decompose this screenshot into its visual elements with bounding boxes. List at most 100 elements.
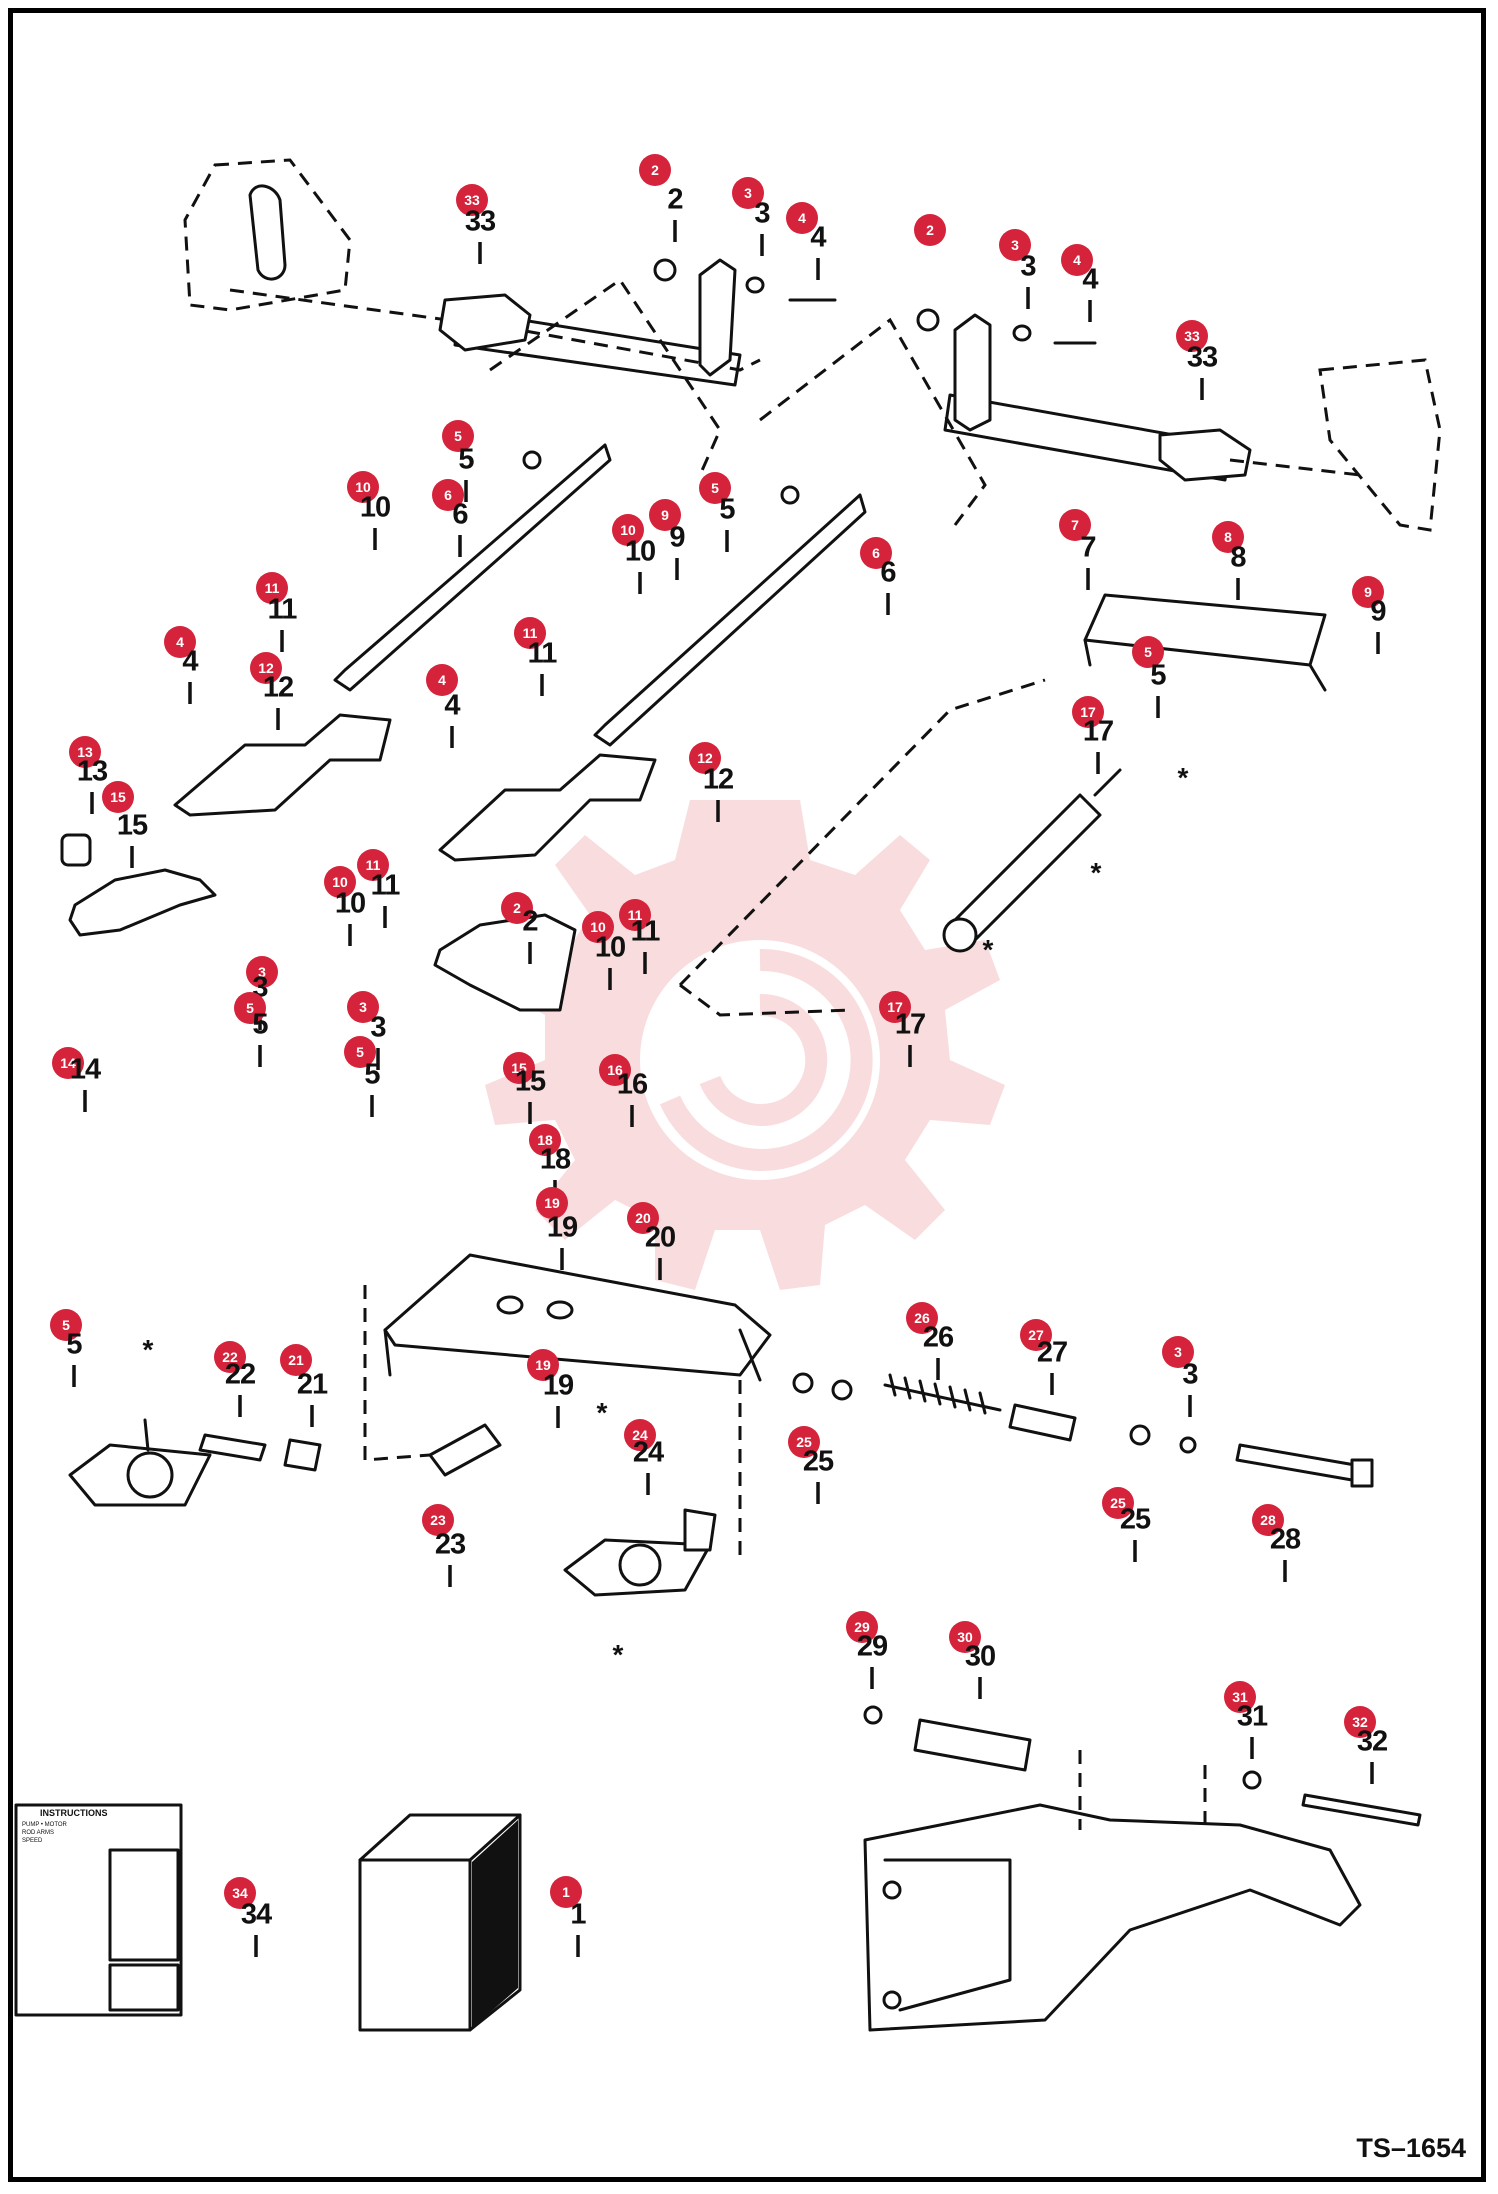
part-number-4: 4 <box>810 221 826 254</box>
part-number-25: 25 <box>1119 1503 1151 1536</box>
part-number-3: 3 <box>754 197 770 230</box>
part-number-31: 31 <box>1236 1700 1268 1733</box>
callout-badge-5[interactable]: 5 <box>234 992 266 1024</box>
callout-badge-3[interactable]: 3 <box>1162 1336 1194 1368</box>
callout-badge-34[interactable]: 34 <box>224 1877 256 1909</box>
motor-bracket-right <box>563 1508 717 1597</box>
callout-badge-9[interactable]: 9 <box>649 499 681 531</box>
callout-badge-16[interactable]: 16 <box>599 1054 631 1086</box>
callout-badge-3[interactable]: 3 <box>347 991 379 1023</box>
callout-badge-2[interactable]: 2 <box>639 154 671 186</box>
lever-left <box>60 833 217 937</box>
bracket-8 <box>1083 593 1327 692</box>
asterisk-mark: * <box>1090 857 1102 888</box>
callout-badge-29[interactable]: 29 <box>846 1611 878 1643</box>
callout-badge-25[interactable]: 25 <box>1102 1487 1134 1519</box>
callout-badge-4[interactable]: 4 <box>426 664 458 696</box>
callout-badge-31[interactable]: 31 <box>1224 1681 1256 1713</box>
callout-badge-4[interactable]: 4 <box>164 626 196 658</box>
callout-badge-25[interactable]: 25 <box>788 1426 820 1458</box>
part-number-10: 10 <box>594 931 626 964</box>
callout-badge-21[interactable]: 21 <box>280 1344 312 1376</box>
part-number-1: 1 <box>570 1898 586 1931</box>
part-number-2: 2 <box>667 183 683 216</box>
callout-badge-10[interactable]: 10 <box>347 471 379 503</box>
callout-badge-12[interactable]: 12 <box>250 652 282 684</box>
callout-badge-12[interactable]: 12 <box>689 742 721 774</box>
crank-plate-left <box>173 713 392 817</box>
callout-badge-5[interactable]: 5 <box>50 1309 82 1341</box>
part-number-19: 19 <box>546 1211 578 1244</box>
callout-badge-32[interactable]: 32 <box>1344 1706 1376 1738</box>
callout-badge-6[interactable]: 6 <box>432 479 464 511</box>
part-number-10: 10 <box>359 491 391 524</box>
decal-line-2: ROD ARMS <box>22 1830 55 1836</box>
asterisk-mark: * <box>1177 762 1189 793</box>
callout-badge-15[interactable]: 15 <box>102 781 134 813</box>
callout-badge-24[interactable]: 24 <box>624 1419 656 1451</box>
callout-badge-11[interactable]: 11 <box>514 617 546 649</box>
callout-badge-33[interactable]: 33 <box>1176 320 1208 352</box>
callout-badge-5[interactable]: 5 <box>1132 636 1164 668</box>
part-number-24: 24 <box>632 1436 664 1469</box>
callout-badge-4[interactable]: 4 <box>786 202 818 234</box>
part-number-32: 32 <box>1356 1725 1388 1758</box>
callout-badge-3[interactable]: 3 <box>246 956 278 988</box>
part-number-5: 5 <box>252 1008 268 1041</box>
callout-badge-13[interactable]: 13 <box>69 736 101 768</box>
callout-badge-10[interactable]: 10 <box>612 514 644 546</box>
part-number-29: 29 <box>856 1630 888 1663</box>
callout-badge-11[interactable]: 11 <box>256 572 288 604</box>
part-number-23: 23 <box>434 1528 466 1561</box>
callout-badge-3[interactable]: 3 <box>732 177 764 209</box>
part-number-5: 5 <box>1150 659 1166 692</box>
part-number-6: 6 <box>452 498 468 531</box>
callout-badge-23[interactable]: 23 <box>422 1504 454 1536</box>
callout-badge-19[interactable]: 19 <box>527 1349 559 1381</box>
callout-badge-5[interactable]: 5 <box>699 472 731 504</box>
callout-badge-15[interactable]: 15 <box>503 1052 535 1084</box>
motor-bracket-left <box>68 1418 212 1507</box>
part-number-11: 11 <box>630 915 661 948</box>
callout-badge-17[interactable]: 17 <box>879 991 911 1023</box>
callout-badge-10[interactable]: 10 <box>324 866 356 898</box>
callout-badge-5[interactable]: 5 <box>442 420 474 452</box>
spacer-27 <box>1008 1403 1077 1442</box>
callout-badge-27[interactable]: 27 <box>1020 1319 1052 1351</box>
callout-badge-14[interactable]: 14 <box>52 1047 84 1079</box>
callout-badge-26[interactable]: 26 <box>906 1302 938 1334</box>
callout-badge-8[interactable]: 8 <box>1212 521 1244 553</box>
part-number-9: 9 <box>669 521 685 554</box>
shaft-upper-right <box>916 308 1442 532</box>
callout-badge-18[interactable]: 18 <box>529 1124 561 1156</box>
mount-plate-left <box>183 158 352 312</box>
callout-badge-20[interactable]: 20 <box>627 1202 659 1234</box>
callout-badge-17[interactable]: 17 <box>1072 696 1104 728</box>
callout-badge-33[interactable]: 33 <box>456 184 488 216</box>
part-number-5: 5 <box>719 493 735 526</box>
callout-badge-22[interactable]: 22 <box>214 1341 246 1373</box>
callout-badge-2[interactable]: 2 <box>914 214 946 246</box>
callout-badge-28[interactable]: 28 <box>1252 1504 1284 1536</box>
pin-22 <box>198 1433 322 1472</box>
callout-badge-7[interactable]: 7 <box>1059 509 1091 541</box>
seat-base-frame <box>863 1803 1362 2032</box>
callout-badge-10[interactable]: 10 <box>582 911 614 943</box>
callout-badge-6[interactable]: 6 <box>860 537 892 569</box>
callout-badge-9[interactable]: 9 <box>1352 576 1384 608</box>
callout-badge-1[interactable]: 1 <box>550 1876 582 1908</box>
callout-badge-5[interactable]: 5 <box>344 1036 376 1068</box>
part-number-22: 22 <box>224 1358 256 1391</box>
part-number-20: 20 <box>644 1221 676 1254</box>
callout-badge-11[interactable]: 11 <box>357 849 389 881</box>
callout-badge-4[interactable]: 4 <box>1061 244 1093 276</box>
part-number-34: 34 <box>240 1898 272 1931</box>
callout-badge-11[interactable]: 11 <box>619 899 651 931</box>
gas-cylinder <box>942 768 1122 953</box>
callout-badge-3[interactable]: 3 <box>999 229 1031 261</box>
callout-badge-19[interactable]: 19 <box>536 1187 568 1219</box>
callout-leaders <box>72 220 1380 1957</box>
callout-badge-30[interactable]: 30 <box>949 1621 981 1653</box>
callout-badge-2[interactable]: 2 <box>501 892 533 924</box>
